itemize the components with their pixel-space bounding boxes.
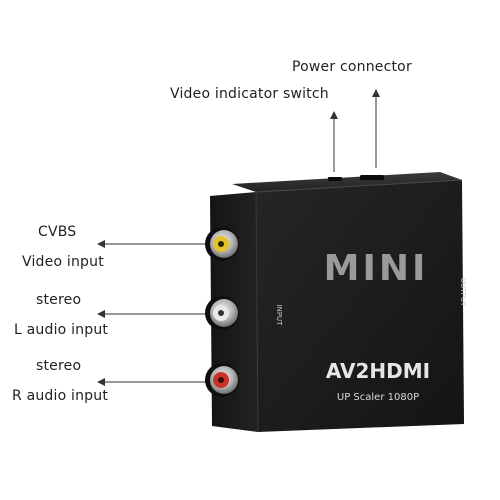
label-video-indicator-switch: Video indicator switch [170,86,329,102]
rca-red-right-audio-port [205,363,239,397]
device-front-face [256,180,464,432]
device-model: AV2HDMI [326,359,430,383]
rca-white-left-audio-port [205,296,239,330]
device-brand: MINI [324,248,429,289]
av2hdmi-device: MINI AV2HDMI UP Scaler 1080P INPUT OUTPU… [205,172,467,433]
power-port [360,175,384,180]
device-input-label: INPUT [275,305,283,327]
label-cvbs: CVBS [38,224,77,240]
callout-arrows [97,89,380,386]
label-stereo-left: stereo [36,292,82,308]
device-subtitle: UP Scaler 1080P [337,392,419,403]
label-stereo-right: stereo [36,358,82,374]
label-video-input: Video input [22,254,104,270]
label-power-connector: Power connector [292,59,412,75]
label-l-audio-input: L audio input [14,322,109,338]
device-top-face [232,172,462,192]
rca-yellow-video-port [205,227,239,261]
device-output-label: OUTPUT [459,278,467,307]
label-r-audio-input: R audio input [12,388,109,404]
indicator-switch [328,177,342,181]
